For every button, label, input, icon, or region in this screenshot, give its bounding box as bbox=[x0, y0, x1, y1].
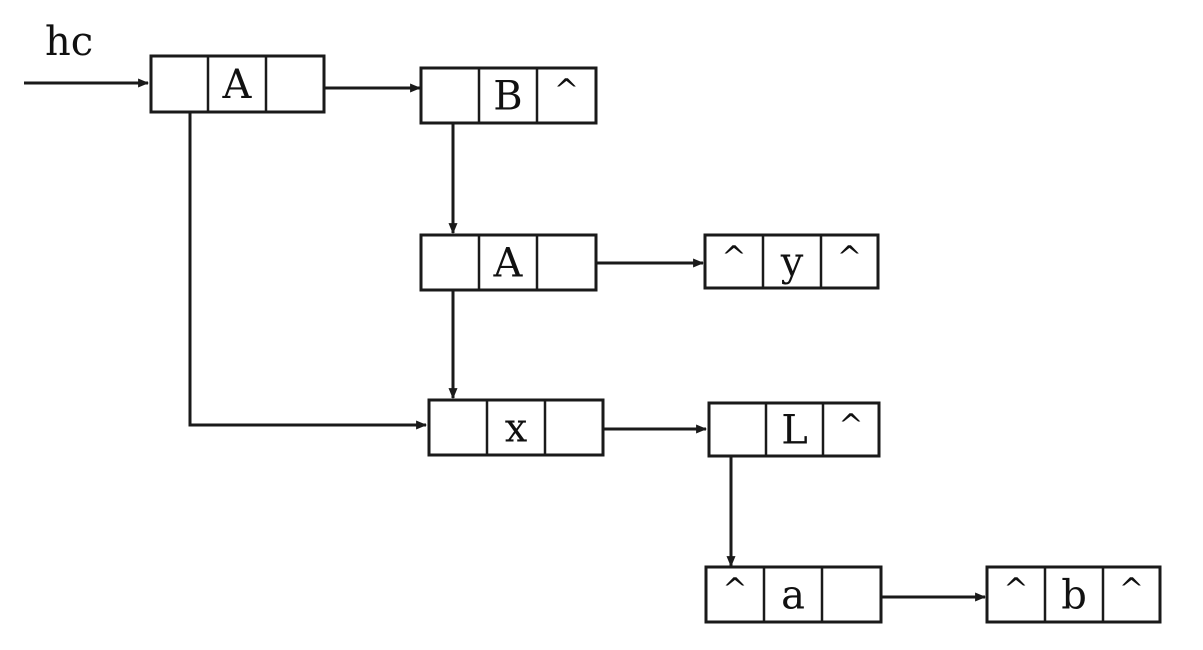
list-node-n1: A bbox=[149, 54, 326, 114]
edges bbox=[24, 78, 987, 602]
node-n2-data-cell: B bbox=[493, 74, 522, 120]
node-n5-data-cell: x bbox=[505, 406, 528, 452]
node-n8-right-cell: ^ bbox=[1119, 572, 1144, 607]
node-box bbox=[707, 401, 881, 458]
list-node-n4: ^ y ^ bbox=[703, 233, 880, 290]
node-n6-data-cell: L bbox=[781, 408, 808, 454]
node-box bbox=[427, 398, 605, 457]
node-n1-data-cell: A bbox=[222, 62, 253, 108]
node-n8-data-cell: b bbox=[1061, 573, 1087, 619]
list-node-n2: B^ bbox=[419, 66, 598, 125]
node-n4-right-cell: ^ bbox=[837, 240, 862, 275]
node-n4-data-cell: y bbox=[780, 240, 804, 286]
entry-label: hc bbox=[45, 19, 93, 65]
node-n4-left-cell: ^ bbox=[721, 240, 746, 275]
list-node-n6: L^ bbox=[707, 401, 881, 458]
node-n6-right-cell: ^ bbox=[838, 408, 863, 443]
node-box bbox=[703, 233, 880, 290]
node-box bbox=[149, 54, 326, 114]
list-node-n3: A bbox=[419, 233, 598, 292]
node-box bbox=[985, 565, 1162, 624]
node-box bbox=[419, 66, 598, 125]
node-n2-right-cell: ^ bbox=[554, 73, 579, 108]
node-box bbox=[419, 233, 598, 292]
node-n8-left-cell: ^ bbox=[1003, 572, 1028, 607]
list-node-n5: x bbox=[427, 398, 605, 457]
list-node-n7: ^a bbox=[704, 565, 883, 624]
edge-n1-to-n5 bbox=[188, 90, 428, 430]
node-n7-data-cell: a bbox=[781, 573, 805, 619]
node-n7-left-cell: ^ bbox=[722, 572, 747, 607]
list-node-n8: ^ b ^ bbox=[985, 565, 1162, 624]
node-box bbox=[704, 565, 883, 624]
node-n3-data-cell: A bbox=[493, 241, 524, 287]
